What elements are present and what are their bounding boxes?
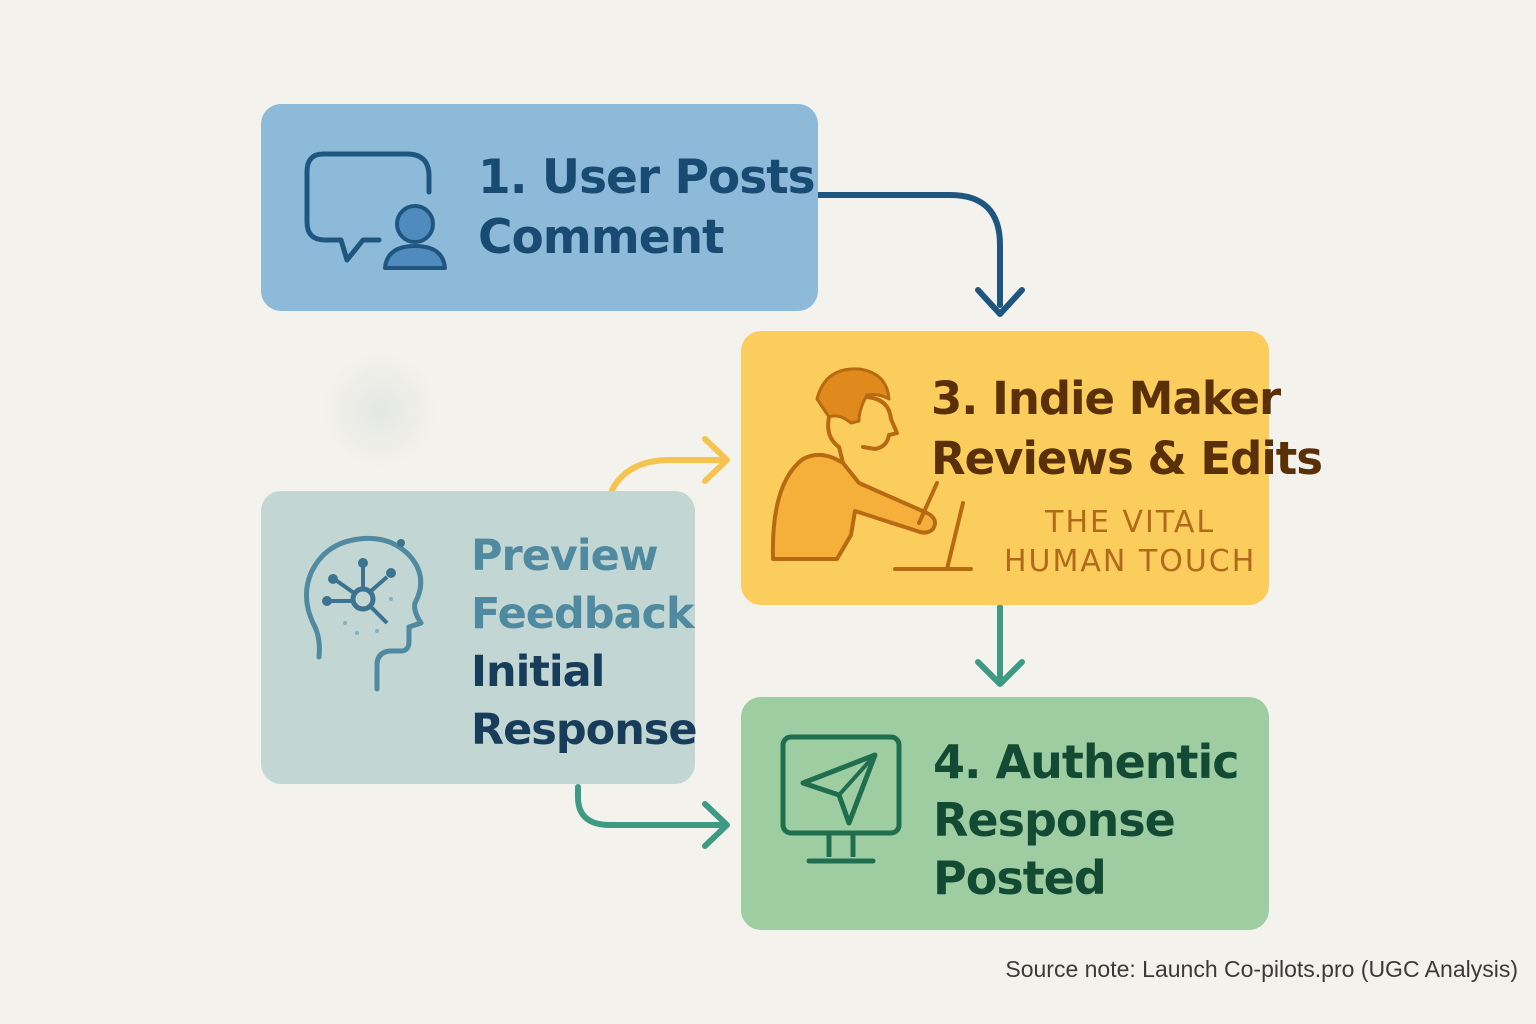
monitor-send-icon	[780, 734, 902, 864]
arrowhead-step2-to-step3	[702, 436, 730, 484]
step-4-title: 4. Authentic Response Posted	[933, 733, 1240, 907]
step-2-line-4: Response	[471, 705, 698, 755]
step-2-line-2: Feedback	[471, 589, 695, 639]
comment-user-icon	[304, 151, 447, 270]
tagline-line-1: THE VITAL	[1045, 505, 1216, 540]
step-3-box: 3. Indie Maker Reviews & Edits THE VITAL…	[741, 331, 1323, 605]
step-4-line-2: Response	[933, 793, 1176, 847]
gear-icon	[320, 350, 440, 470]
step-2-box: Preview Feedback Initial Response	[261, 491, 698, 784]
tagline-line-2: HUMAN TOUCH	[1004, 544, 1257, 579]
step-2-line-3: Initial	[471, 647, 605, 697]
step-4-line-1: 4. Authentic	[933, 735, 1240, 789]
arrowhead-step2-to-step4	[702, 801, 730, 849]
step-1-line-2: Comment	[478, 210, 725, 265]
arrow-step2-to-step4	[575, 784, 725, 828]
ai-head-icon	[304, 535, 424, 692]
step-1-box: 1. User Posts Comment	[261, 104, 818, 311]
step-2-title: Preview Feedback Initial Response	[471, 527, 698, 759]
step-3-title: 3. Indie Maker Reviews & Edits	[931, 369, 1323, 489]
step-1-title: 1. User Posts Comment	[478, 148, 816, 268]
step-4-line-3: Posted	[933, 851, 1107, 905]
step-3-line-2: Reviews & Edits	[931, 432, 1323, 485]
step-2-line-1: Preview	[471, 531, 659, 581]
step-4-box: 4. Authentic Response Posted	[741, 697, 1269, 930]
source-note: Source note: Launch Co-pilots.pro (UGC A…	[1005, 956, 1518, 982]
person-laptop-icon	[770, 367, 973, 571]
step-1-line-1: 1. User Posts	[478, 150, 816, 205]
arrow-step1-to-step3	[815, 192, 1003, 308]
arrowhead-step3-to-step4	[975, 659, 1025, 687]
arrow-step2-to-step3	[609, 457, 725, 493]
arrowhead-step1-to-step3	[975, 287, 1025, 317]
human-touch-tagline: THE VITAL HUMAN TOUCH	[1004, 503, 1256, 581]
step-3-line-1: 3. Indie Maker	[931, 372, 1281, 425]
